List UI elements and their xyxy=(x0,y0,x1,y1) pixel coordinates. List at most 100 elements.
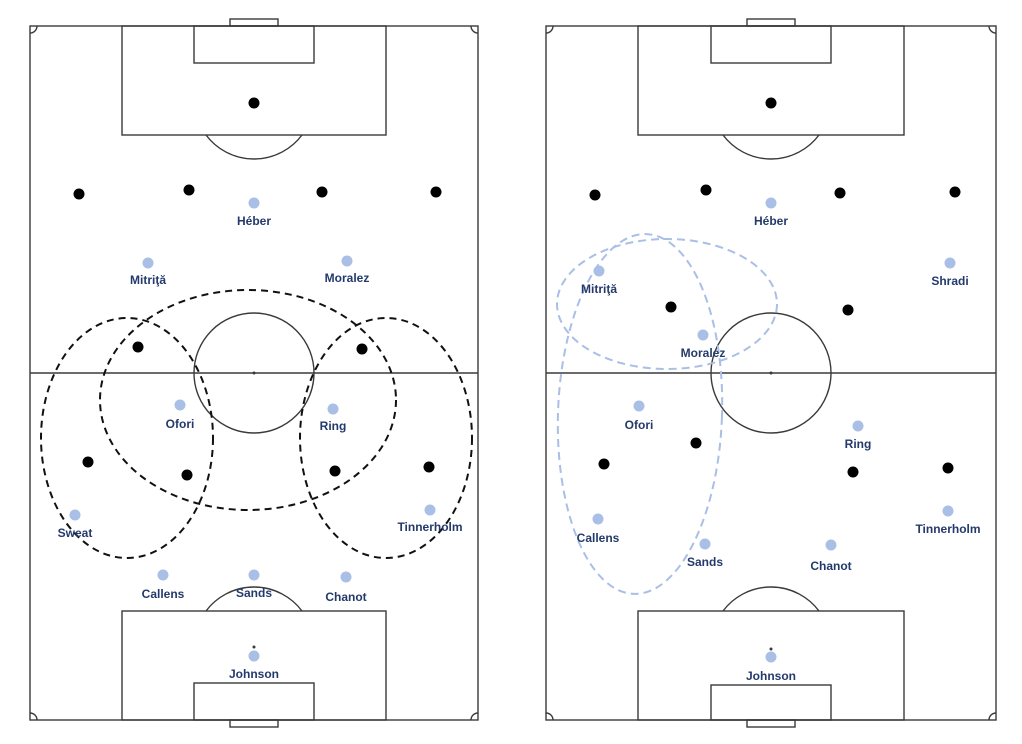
pitch-left-top-goal-box xyxy=(193,25,315,64)
opponent-dot xyxy=(847,466,859,478)
player-marker xyxy=(424,504,436,516)
player-label: Ofori xyxy=(166,417,195,431)
player-label: Sands xyxy=(236,586,272,600)
press-zone-blue-tall xyxy=(556,233,724,595)
players-right: Héber Mitriţă Shradi Moralez Ofori Ring … xyxy=(577,197,981,683)
opponent-dot xyxy=(598,458,610,470)
player-label: Shradi xyxy=(931,274,968,288)
player-marker xyxy=(942,505,954,517)
player-marker xyxy=(157,569,169,581)
pitch-left-top-penalty-box xyxy=(121,25,387,136)
player-marker xyxy=(697,329,709,341)
opponent-dot xyxy=(430,186,442,198)
press-zone-blue-wide xyxy=(556,238,778,370)
player-label: Moralez xyxy=(325,271,370,285)
opponent-dot xyxy=(949,186,961,198)
player-marker xyxy=(142,257,154,269)
player-label: Héber xyxy=(237,214,271,228)
player-label: Tinnerholm xyxy=(915,522,980,536)
pitch-right-corner-tl xyxy=(545,25,554,34)
press-zone-right xyxy=(299,317,473,559)
opponents-left xyxy=(73,97,442,481)
player-label: Johnson xyxy=(229,667,279,681)
press-zone-left xyxy=(40,317,214,559)
pitch-left-bottom-arc xyxy=(205,586,303,612)
opponent-dot xyxy=(316,186,328,198)
opponent-dot xyxy=(765,97,777,109)
opponent-dot xyxy=(700,184,712,196)
opponent-dot xyxy=(834,187,846,199)
player-marker xyxy=(341,255,353,267)
pitch-right-bottom-arc xyxy=(722,586,820,612)
players-left: Héber Mitriţă Moralez Ofori Ring Sweat T… xyxy=(58,197,463,681)
pitch-right-top-goal xyxy=(746,18,796,27)
player-marker xyxy=(592,513,604,525)
opponent-dot xyxy=(690,437,702,449)
player-marker xyxy=(765,651,777,663)
pitch-left: Héber Mitriţă Moralez Ofori Ring Sweat T… xyxy=(29,18,479,728)
opponent-dot xyxy=(132,341,144,353)
pitch-left-top-arc xyxy=(205,134,303,160)
press-zone-central xyxy=(99,289,397,511)
opponent-dot xyxy=(942,462,954,474)
opponent-dot xyxy=(181,469,193,481)
player-label: Mitriţă xyxy=(130,273,166,287)
pitch-left-top-goal xyxy=(229,18,279,27)
player-marker xyxy=(633,400,645,412)
player-label: Héber xyxy=(754,214,788,228)
player-label: Chanot xyxy=(325,590,366,604)
opponent-dot xyxy=(82,456,94,468)
player-label: Tinnerholm xyxy=(397,520,462,534)
player-marker xyxy=(825,539,837,551)
player-label: Ring xyxy=(845,437,872,451)
opponent-dot xyxy=(589,189,601,201)
pitch-right-top-goal-box xyxy=(710,25,832,64)
opponent-dot xyxy=(842,304,854,316)
player-marker xyxy=(248,650,260,662)
opponents-right xyxy=(589,97,961,478)
player-label: Moralez xyxy=(681,346,726,360)
pitch-left-penalty-spot xyxy=(252,645,256,649)
pitch-right-bottom-penalty-box xyxy=(637,610,905,721)
player-marker xyxy=(593,265,605,277)
pitch-left-corner-bl xyxy=(29,712,38,721)
pitch-left-bottom-goal xyxy=(229,719,279,728)
player-marker xyxy=(944,257,956,269)
pitch-right-corner-bl xyxy=(545,712,554,721)
player-marker xyxy=(327,403,339,415)
player-label: Sands xyxy=(687,555,723,569)
player-label: Callens xyxy=(577,531,620,545)
pitch-left-bottom-penalty-box xyxy=(121,610,387,721)
player-label: Chanot xyxy=(810,559,851,573)
pitch-right-top-arc xyxy=(722,134,820,160)
player-marker xyxy=(248,569,260,581)
player-marker xyxy=(248,197,260,209)
opponent-dot xyxy=(356,343,368,355)
pitch-left-corner-br xyxy=(470,712,479,721)
pitch-left-bottom-goal-box xyxy=(193,682,315,721)
pitch-right: Héber Mitriţă Shradi Moralez Ofori Ring … xyxy=(545,18,997,728)
opponent-dot xyxy=(73,188,85,200)
opponent-dot xyxy=(183,184,195,196)
player-label: Callens xyxy=(142,587,185,601)
pitch-left-center-spot xyxy=(252,371,256,375)
player-marker xyxy=(699,538,711,550)
pitch-left-center-circle xyxy=(193,312,315,434)
pitch-right-center-spot xyxy=(769,371,773,375)
player-label: Ofori xyxy=(625,418,654,432)
player-marker xyxy=(340,571,352,583)
pitch-right-corner-br xyxy=(988,712,997,721)
player-marker xyxy=(765,197,777,209)
player-label: Sweat xyxy=(58,526,93,540)
pitch-right-bottom-goal xyxy=(746,719,796,728)
opponent-dot xyxy=(423,461,435,473)
pitch-right-bottom-goal-box xyxy=(710,684,832,721)
pitch-right-penalty-spot xyxy=(769,647,773,651)
pitch-right-center-circle xyxy=(710,312,832,434)
pitch-left-corner-tl xyxy=(29,25,38,34)
opponent-dot xyxy=(248,97,260,109)
player-label: Johnson xyxy=(746,669,796,683)
pitch-right-corner-tr xyxy=(988,25,997,34)
player-label: Mitriţă xyxy=(581,282,617,296)
